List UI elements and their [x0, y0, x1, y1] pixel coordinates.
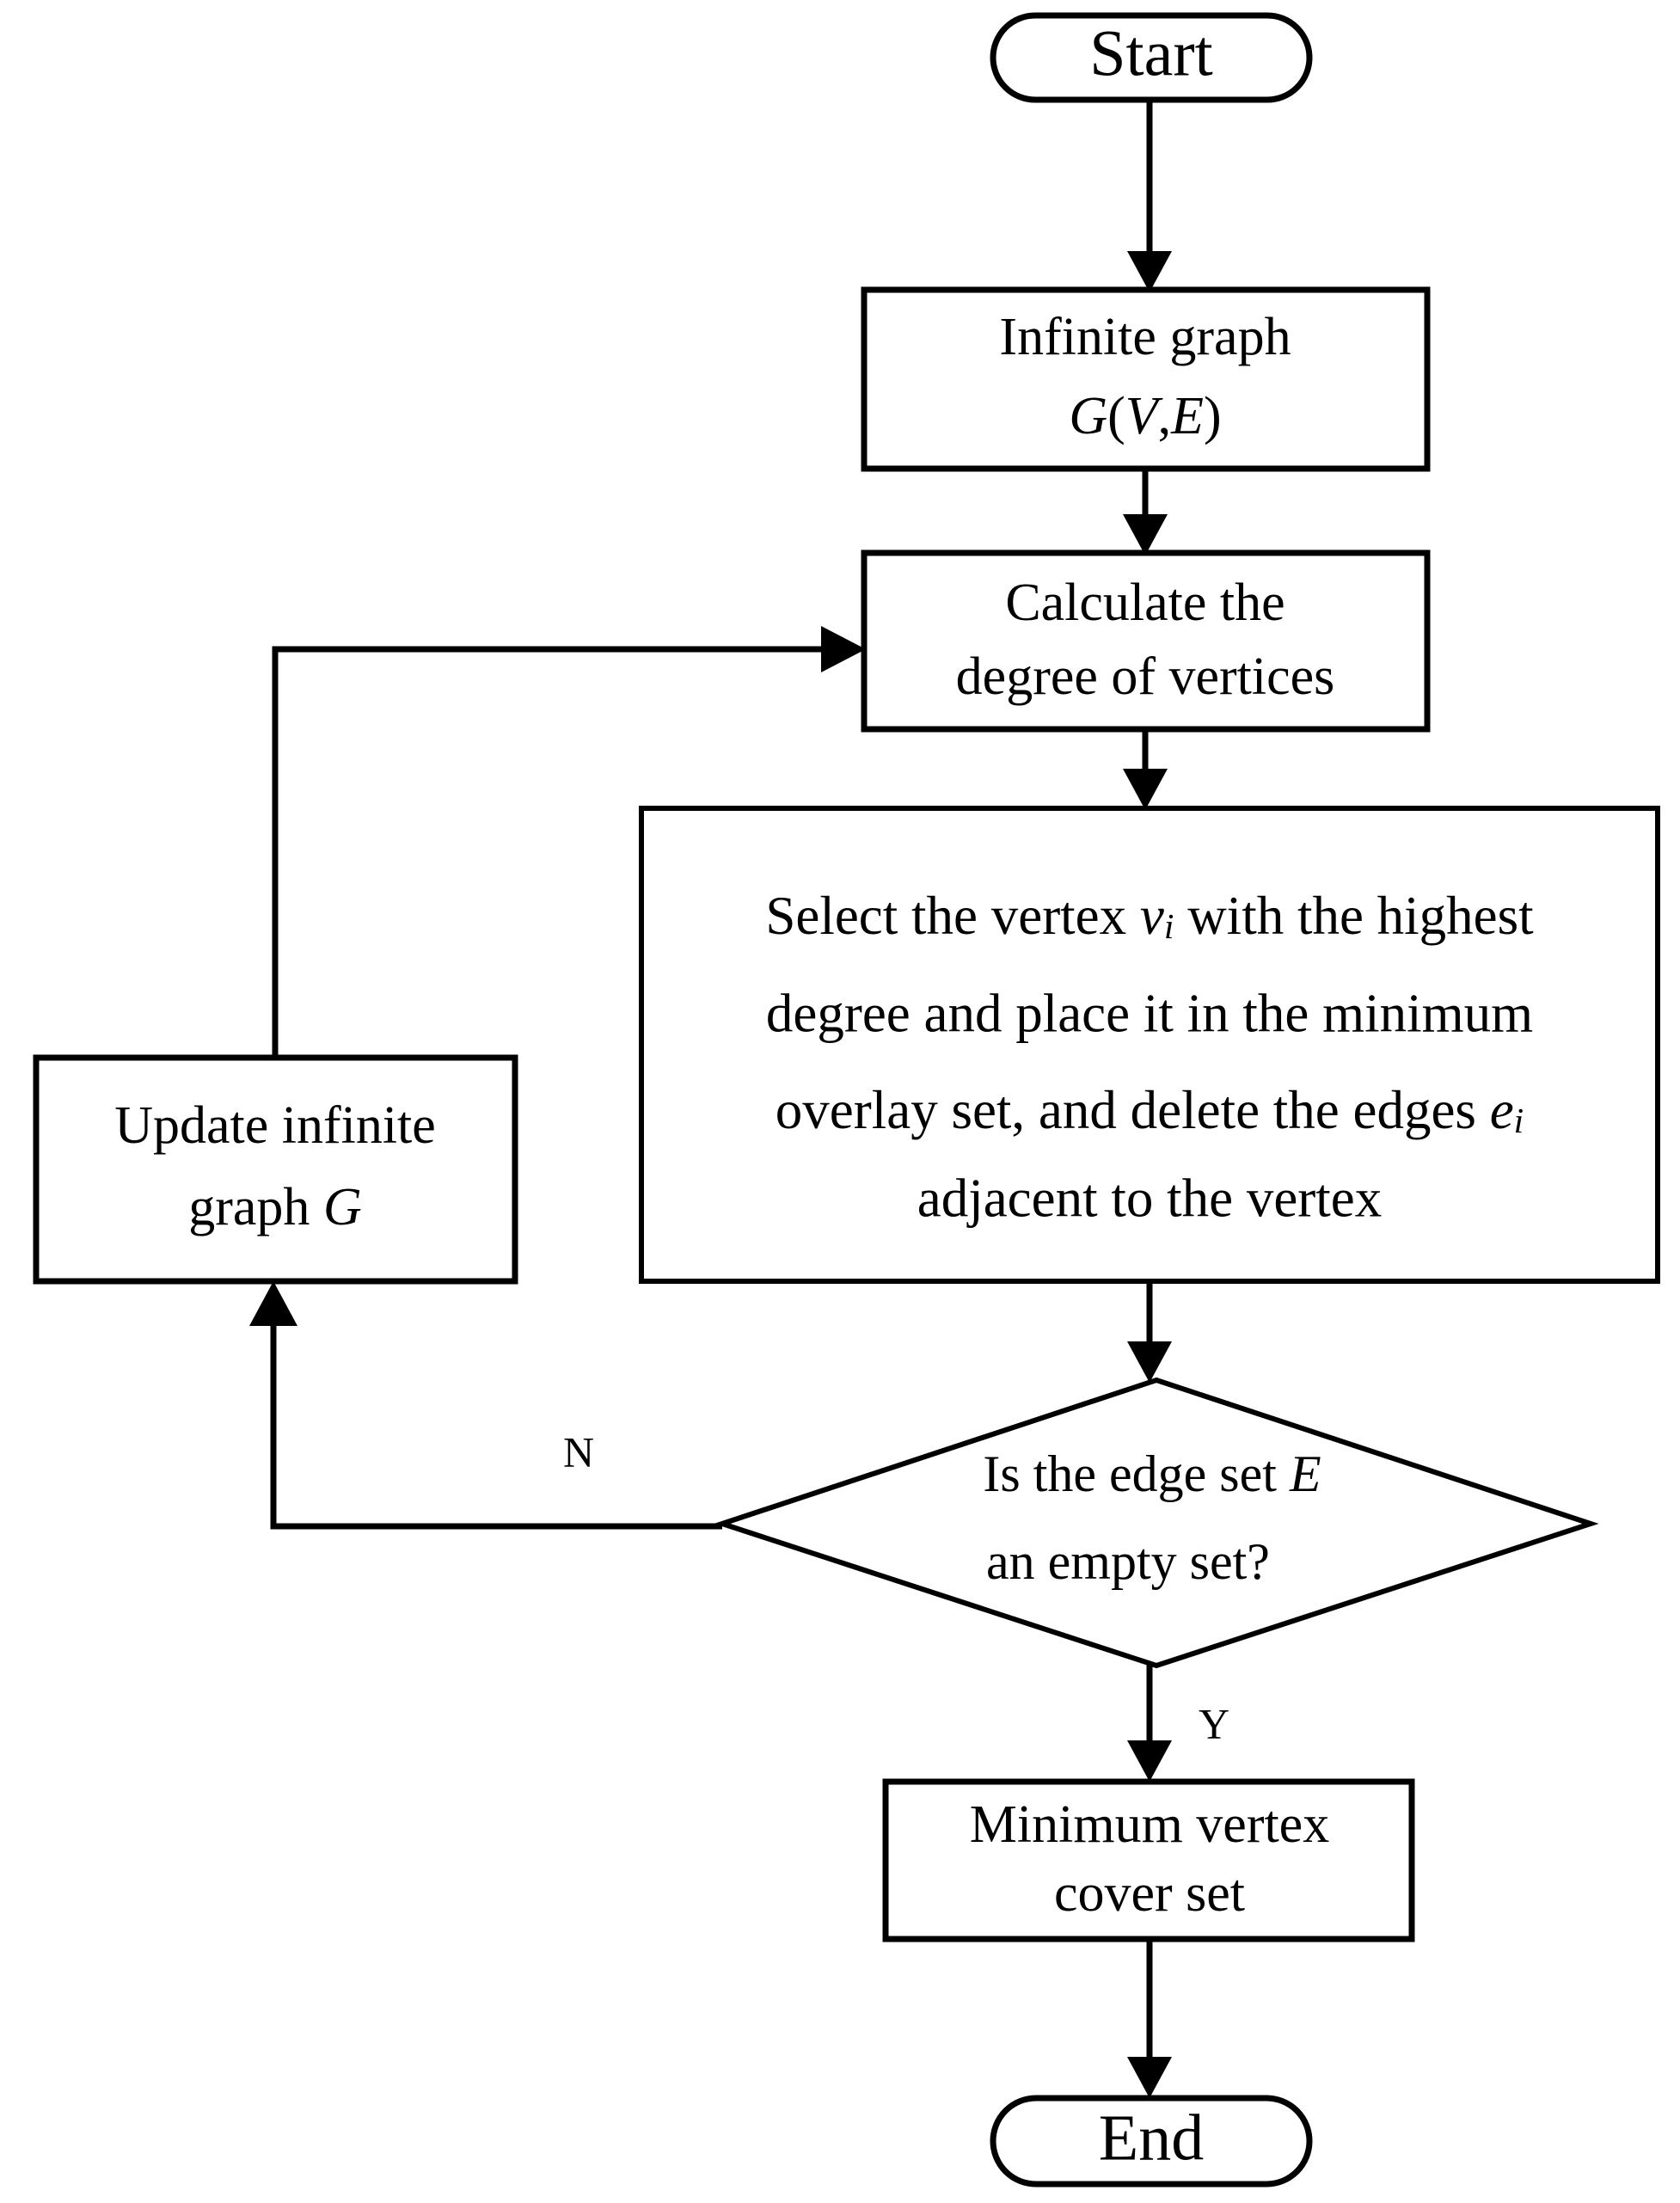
infinite-graph-V: V [1125, 387, 1163, 445]
select-vertex-line1: Select the vertex vi with the highest [765, 886, 1534, 946]
edge-update-graph-to-calculate [272, 626, 866, 1058]
infinite-graph-comma: , [1158, 387, 1172, 445]
end-label: End [1099, 2102, 1204, 2174]
decision-line1: Is the edge set E [983, 1445, 1321, 1502]
decision-var-E: E [1289, 1445, 1321, 1502]
node-calculate-degree[interactable]: Calculate the degree of vertices [861, 549, 1431, 733]
start-shape [990, 12, 1313, 103]
infinite-graph-line2: G(V,E) [1069, 387, 1221, 445]
node-min-vertex-cover[interactable]: Minimum vertex cover set [882, 1778, 1415, 1942]
node-select-vertex[interactable]: Select the vertex vi with the highest de… [639, 806, 1660, 1284]
update-graph-line2-a: graph [188, 1178, 323, 1237]
calculate-degree-shape [861, 549, 1431, 733]
node-decision-empty-set[interactable]: Is the edge set E an empty set? [714, 1377, 1599, 1669]
infinite-graph-line1: Infinite graph [999, 308, 1291, 366]
edge-label-yes: Y [1199, 1699, 1229, 1747]
infinite-graph-paren-open: ( [1107, 387, 1125, 445]
edge-select-to-decision [1127, 1281, 1172, 1383]
edge-label-no: N [563, 1427, 594, 1476]
start-label: Start [1089, 17, 1213, 89]
decision-shape [714, 1377, 1599, 1669]
decision-line2: an empty set? [986, 1533, 1270, 1590]
update-graph-var-G: G [323, 1178, 362, 1237]
infinite-graph-G: G [1069, 387, 1107, 445]
select-vertex-sub-i: i [1164, 906, 1174, 946]
node-start[interactable]: Start [990, 12, 1313, 103]
update-graph-shape [33, 1054, 518, 1285]
min-vertex-cover-shape [882, 1778, 1415, 1942]
edge-decision-yes-to-min-cover [1127, 1664, 1172, 1782]
infinite-graph-paren-close: ) [1204, 387, 1222, 445]
infinite-graph-shape [861, 286, 1431, 472]
select-vertex-shape [639, 806, 1660, 1284]
node-update-graph[interactable]: Update infinite graph G [33, 1054, 518, 1285]
end-shape [990, 2095, 1313, 2188]
infinite-graph-E: E [1170, 387, 1204, 445]
edge-decision-no-to-update-graph [249, 1281, 722, 1530]
min-vertex-cover-line2: cover set [1054, 1864, 1245, 1923]
edge-min-cover-to-end [1127, 1939, 1172, 2098]
select-vertex-var-e: e [1490, 1080, 1514, 1140]
update-graph-line2: graph G [188, 1178, 361, 1237]
node-end[interactable]: End [990, 2095, 1313, 2188]
edge-calculate-to-select [1123, 729, 1168, 810]
calculate-degree-line2: degree of vertices [956, 647, 1335, 706]
select-vertex-sub-i2: i [1514, 1101, 1524, 1140]
select-vertex-line4: adjacent to the vertex [917, 1168, 1382, 1228]
select-vertex-var-v: v [1140, 886, 1164, 946]
min-vertex-cover-line1: Minimum vertex [970, 1795, 1329, 1854]
calculate-degree-line1: Calculate the [1005, 574, 1285, 632]
edge-infinite-graph-to-calculate [1123, 469, 1168, 555]
edge-start-to-infinite-graph [1127, 99, 1172, 292]
select-vertex-line3: overlay set, and delete the edges ei [776, 1080, 1524, 1140]
select-vertex-line2: degree and place it in the minimum [766, 983, 1533, 1043]
update-graph-line1: Update infinite [114, 1096, 436, 1155]
select-vertex-line3-a: overlay set, and delete the edges [776, 1080, 1490, 1140]
decision-line1-a: Is the edge set [983, 1445, 1290, 1502]
node-infinite-graph[interactable]: Infinite graph G(V,E) [861, 286, 1431, 472]
select-vertex-line1-a: Select the vertex [765, 886, 1140, 946]
select-vertex-line1-b: with the highest [1174, 886, 1534, 946]
